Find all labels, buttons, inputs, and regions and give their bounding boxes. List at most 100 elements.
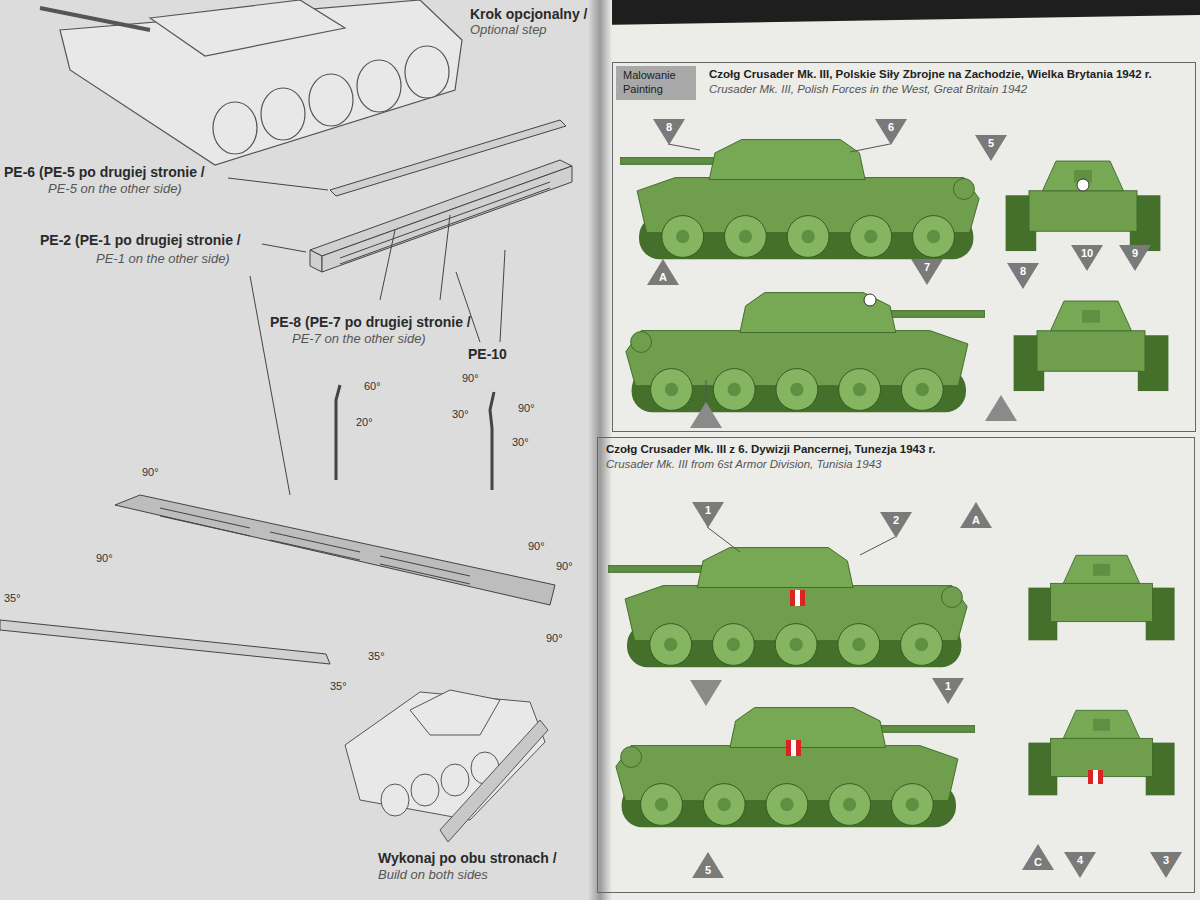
flash-red bbox=[790, 590, 805, 606]
callout-triangle: 9 bbox=[1119, 245, 1151, 271]
callout-number: C bbox=[1022, 856, 1054, 868]
callout-number: A bbox=[647, 271, 679, 283]
callout-label: Krok opcjonalny / bbox=[470, 6, 587, 22]
callout-number: 1 bbox=[692, 504, 724, 516]
panel-heading: Czołg Crusader Mk. III, Polskie Siły Zbr… bbox=[709, 67, 1187, 97]
leader-line bbox=[500, 250, 505, 342]
callout-label: 90° bbox=[142, 466, 159, 479]
pe-box-top bbox=[310, 160, 572, 256]
callout-label: 90° bbox=[96, 552, 113, 565]
tank-front-view bbox=[1028, 555, 1174, 640]
callout-number: 8 bbox=[653, 121, 685, 133]
callout-triangle: A bbox=[960, 502, 992, 528]
callout-triangle: 10 bbox=[1071, 245, 1103, 271]
callout-label: 35° bbox=[4, 592, 21, 605]
pe-box-side bbox=[310, 250, 322, 272]
callout-number: 5 bbox=[692, 864, 724, 876]
wheel-outline bbox=[357, 60, 401, 112]
callout-label: PE-6 (PE-5 po drugiej stronie / bbox=[4, 164, 205, 180]
callout-label: 90° bbox=[518, 402, 535, 415]
callout-label: 35° bbox=[368, 650, 385, 663]
leader-line bbox=[250, 276, 290, 495]
pe-long-strip bbox=[115, 495, 555, 605]
callout-triangle: 2 bbox=[880, 512, 912, 538]
tank-front-view bbox=[1006, 161, 1161, 251]
callout-number: 9 bbox=[1119, 247, 1151, 259]
callout-number: 10 bbox=[1071, 247, 1103, 259]
callout-triangle: 8 bbox=[653, 119, 685, 145]
triangle-fill bbox=[880, 512, 912, 538]
leader-line bbox=[440, 215, 450, 300]
callout-triangle: 6 bbox=[875, 119, 907, 145]
leader-line bbox=[380, 230, 395, 300]
callout-label: 90° bbox=[546, 632, 563, 645]
callout-label: PE-7 on the other side) bbox=[292, 332, 426, 347]
triangle-fill bbox=[1064, 852, 1096, 878]
recognition-flash bbox=[786, 590, 1103, 784]
heading-text: Crusader Mk. III, Polish Forces in the W… bbox=[709, 82, 1187, 97]
flash-white bbox=[791, 740, 796, 756]
triangle-fill bbox=[975, 135, 1007, 161]
leader-line bbox=[860, 537, 895, 555]
callout-label: PE-8 (PE-7 po drugiej stronie / bbox=[270, 314, 471, 330]
slat bbox=[270, 540, 360, 560]
leader-line bbox=[262, 244, 306, 252]
callout-triangle: A bbox=[647, 259, 679, 285]
callout-label: 20° bbox=[356, 416, 373, 429]
slat bbox=[270, 532, 360, 552]
triangle-fill bbox=[1150, 852, 1182, 878]
wheel-outline bbox=[261, 88, 305, 140]
tank-side-view bbox=[620, 140, 979, 260]
callout-label: 90° bbox=[462, 372, 479, 385]
tank-side-view bbox=[616, 708, 975, 828]
slat bbox=[380, 556, 470, 576]
callout-label: PE-10 bbox=[468, 346, 507, 362]
slat bbox=[160, 516, 250, 536]
gun-outline bbox=[40, 8, 150, 30]
wheel-outline bbox=[405, 46, 449, 98]
callout-triangle bbox=[985, 395, 1017, 421]
triangle-fill bbox=[875, 119, 907, 145]
wheel-outline bbox=[411, 774, 439, 806]
tab-text: Malowanie bbox=[623, 69, 689, 83]
flash-white bbox=[795, 590, 800, 606]
triangle-fill bbox=[692, 852, 724, 878]
callout-label: 35° bbox=[330, 680, 347, 693]
callout-triangle: C bbox=[1022, 844, 1054, 870]
tank-rear-view bbox=[1028, 710, 1174, 795]
slat bbox=[340, 182, 550, 258]
callout-triangle: 7 bbox=[911, 259, 943, 285]
callout-number: 3 bbox=[1150, 854, 1182, 866]
callout-label: 30° bbox=[452, 408, 469, 421]
callout-label: 60° bbox=[364, 380, 381, 393]
right-page bbox=[600, 15, 1200, 900]
heading-text: Czołg Crusader Mk. III z 6. Dywizji Panc… bbox=[606, 442, 1186, 457]
callout-number: 1 bbox=[932, 680, 964, 692]
flash-red bbox=[786, 740, 801, 756]
triangle-fill bbox=[647, 259, 679, 285]
callout-label: Wykonaj po obu stronach / bbox=[378, 850, 557, 866]
pe-thin-strip bbox=[0, 620, 330, 664]
turret-outline bbox=[410, 690, 500, 735]
callout-number: 5 bbox=[975, 137, 1007, 149]
triangle-fill bbox=[960, 502, 992, 528]
turret-outline bbox=[150, 0, 345, 56]
heading-text: Czołg Crusader Mk. III, Polskie Siły Zbr… bbox=[709, 67, 1187, 82]
callout-label: PE-1 on the other side) bbox=[96, 252, 230, 267]
slat bbox=[160, 508, 250, 528]
callout-triangle: 8 bbox=[1007, 263, 1039, 289]
callout-number: 8 bbox=[1007, 265, 1039, 277]
triangle-fill bbox=[653, 119, 685, 145]
callout-number: A bbox=[960, 514, 992, 526]
tank-rear-view bbox=[1014, 301, 1169, 391]
callout-number: 7 bbox=[911, 261, 943, 273]
wheel-outline bbox=[441, 764, 469, 796]
callout-triangle: 3 bbox=[1150, 852, 1182, 878]
callout-triangle: 1 bbox=[932, 678, 964, 704]
section-tab: MalowaniePainting bbox=[616, 66, 696, 100]
pe-box-front bbox=[322, 166, 572, 272]
triangle-fill bbox=[1119, 245, 1151, 271]
pe-side-strip bbox=[440, 720, 548, 842]
